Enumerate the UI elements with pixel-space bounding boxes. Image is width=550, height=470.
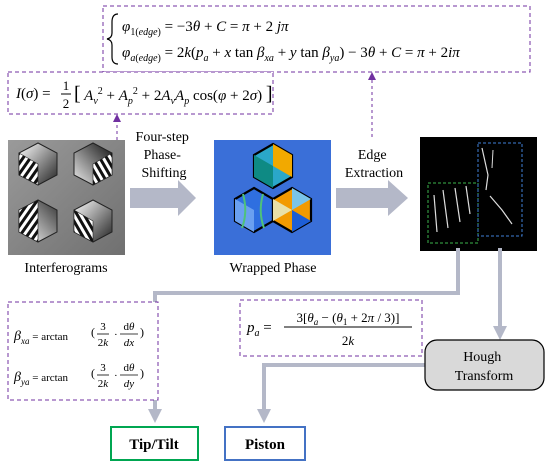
svg-text:): ) — [140, 325, 144, 339]
hough-transform-box: Hough Transform — [424, 339, 545, 391]
equation-phi1: φ1(edge) = −3θ + C = π + 2 jπ — [122, 19, 289, 38]
intensity-equation-box: I(σ) = 1 2 [ Av2 + Ap2 + 2AvAp cos(φ + 2… — [7, 71, 274, 115]
label-wrapped-phase: Wrapped Phase — [230, 261, 317, 276]
arrow-phase-shifting — [130, 180, 196, 216]
phase-equation-box: φ1(edge) = −3θ + C = π + 2 jπ φa(edge) =… — [102, 5, 531, 73]
arrow-edge-extraction — [336, 180, 408, 216]
label-interferograms: Interferograms — [24, 261, 107, 276]
svg-text:2k: 2k — [98, 378, 110, 390]
label-four-step: Four-step Phase- Shifting — [136, 130, 193, 181]
svg-text:): ) — [140, 366, 144, 380]
equation-pa-numerator: 3[θa − (θ1 + 2π / 3)] — [297, 310, 400, 327]
equation-pa-denominator: 2k — [342, 333, 355, 348]
equation-intensity: I(σ) = — [15, 86, 51, 102]
piston-box: Piston — [224, 426, 306, 461]
svg-text:2k: 2k — [98, 337, 110, 349]
label-edge-extraction: Edge Extraction — [345, 148, 403, 181]
svg-text:(: ( — [91, 366, 95, 380]
interferograms-image — [8, 140, 125, 255]
svg-text:dθ: dθ — [124, 321, 136, 333]
svg-text:·: · — [114, 370, 118, 382]
tip-tilt-box: Tip/Tilt — [110, 426, 199, 461]
svg-text:·: · — [114, 329, 118, 341]
label-piston: Piston — [245, 437, 286, 453]
piston-equation-box: pa = 3[θa − (θ1 + 2π / 3)] 2k — [239, 299, 423, 357]
svg-text:dy: dy — [124, 378, 135, 390]
beta-xa-frac: ( — [91, 325, 95, 339]
svg-text:dx: dx — [124, 337, 135, 349]
label-tip-tilt: Tip/Tilt — [129, 437, 178, 453]
wrapped-phase-image — [214, 140, 331, 255]
svg-text:3: 3 — [100, 362, 106, 374]
svg-text:3: 3 — [100, 321, 106, 333]
label-hough: Hough Transform — [455, 350, 514, 384]
fraction-denominator: 2 — [63, 96, 70, 111]
svg-text:dθ: dθ — [124, 362, 136, 374]
equation-pa-lhs: pa = — [246, 320, 272, 339]
edge-extraction-image — [420, 137, 537, 251]
fraction-numerator: 1 — [63, 78, 70, 93]
tilt-equation-box: βxa = arctan ( 3 2k · dθ dx ) βya = arct… — [7, 301, 159, 401]
